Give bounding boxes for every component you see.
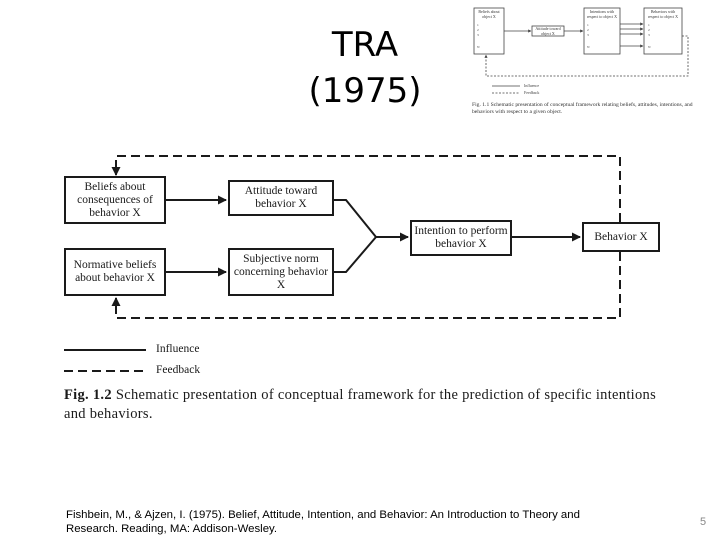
slide-title-line2: (1975) xyxy=(308,71,422,111)
thumb-caption: Fig. 1.1 Schematic presentation of conce… xyxy=(472,102,693,115)
slide-title: TRA (1975) xyxy=(280,22,450,114)
legend-influence-label: Influence xyxy=(156,343,200,355)
figure-caption-text: Schematic presentation of conceptual fra… xyxy=(64,387,657,422)
feedback-loop-bottom xyxy=(111,252,621,319)
arrow-norm-to-intention xyxy=(334,236,377,273)
slide-title-line1: TRA xyxy=(331,25,399,65)
svg-text:2: 2 xyxy=(648,28,650,32)
box-intention: Intention to perform behavior X xyxy=(410,220,512,256)
feedback-loop-top xyxy=(111,155,621,222)
svg-text:N: N xyxy=(648,45,651,49)
thumb-legend-feedback: Feedback xyxy=(524,90,540,95)
svg-text:1: 1 xyxy=(648,23,650,27)
svg-text:3: 3 xyxy=(477,33,479,37)
svg-text:3: 3 xyxy=(587,33,589,37)
svg-text:N: N xyxy=(587,45,590,49)
figure-caption: Fig. 1.2 Schematic presentation of conce… xyxy=(64,386,664,424)
thumb-box-behaviors: Behaviors with respect to object X xyxy=(647,9,679,19)
thumb-box-beliefs: Beliefs about object X xyxy=(478,9,500,19)
box-behavior: Behavior X xyxy=(582,222,660,252)
thumb-box-behaviors-frame xyxy=(643,7,683,55)
thumb-box-attitude: Attitude toward object X xyxy=(535,26,561,36)
box-beliefs-consequences: Beliefs about consequences of behavior X xyxy=(64,176,166,224)
svg-text:2: 2 xyxy=(587,28,589,32)
svg-text:2: 2 xyxy=(477,28,479,32)
legend-feedback-label: Feedback xyxy=(156,364,201,376)
page-number: 5 xyxy=(700,516,707,528)
svg-text:1: 1 xyxy=(477,23,479,27)
svg-text:N: N xyxy=(477,45,480,49)
svg-text:1: 1 xyxy=(587,23,589,27)
figure-caption-label: Fig. 1.2 xyxy=(64,387,112,403)
thumb-box-intentions-frame xyxy=(583,7,621,55)
citation: Fishbein, M., & Ajzen, I. (1975). Belief… xyxy=(66,509,580,535)
box-attitude: Attitude toward behavior X xyxy=(228,180,334,216)
thumb-legend-influence: Influence xyxy=(524,83,540,88)
thumb-box-intentions: Intentions with respect to object X xyxy=(586,9,618,19)
box-normative-beliefs: Normative beliefs about behavior X xyxy=(64,248,166,296)
svg-text:3: 3 xyxy=(648,33,650,37)
arrow-attitude-to-intention xyxy=(334,199,409,242)
box-subjective-norm: Subjective norm concerning behavior X xyxy=(228,248,334,296)
